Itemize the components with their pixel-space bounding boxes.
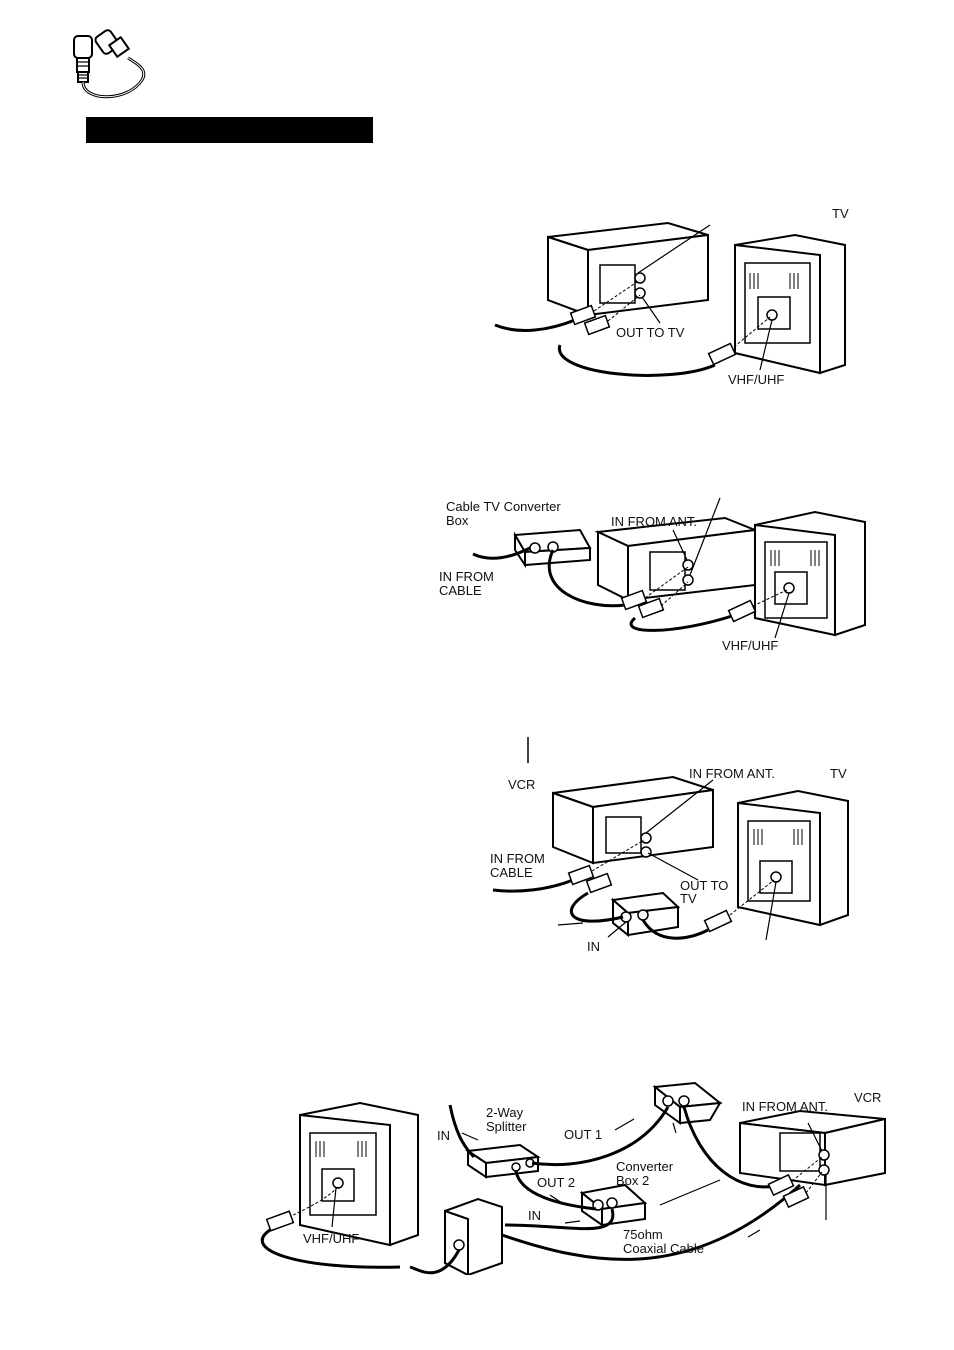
label-in-from-cable-line2: CABLE	[490, 866, 533, 880]
diagram-antenna-vcr-tv: TV OUT TO TV VHF/UHF	[490, 205, 870, 400]
label-coaxial-line1: 75ohm	[623, 1228, 663, 1242]
label-out-1: OUT 1	[564, 1128, 602, 1142]
section-title-bar	[86, 117, 373, 143]
label-in: IN	[437, 1129, 450, 1143]
label-vcr: VCR	[854, 1091, 881, 1105]
label-in-from-cable-line1: IN FROM	[439, 570, 494, 584]
label-vhf-uhf: VHF/UHF	[728, 373, 784, 387]
label-converter-box-2-line1: Converter	[616, 1160, 673, 1174]
label-splitter-line1: 2-Way	[486, 1106, 523, 1120]
label-coaxial-line2: Coaxial Cable	[623, 1242, 704, 1256]
label-converter-box-line1: Cable TV Converter	[446, 500, 561, 514]
label-in-from-ant: IN FROM ANT.	[611, 515, 697, 529]
label-vhf-uhf: VHF/UHF	[722, 639, 778, 653]
coaxial-plug-icon	[68, 28, 158, 104]
label-in-mid: IN	[528, 1209, 541, 1223]
label-converter-box-line2: Box	[446, 514, 468, 528]
label-in-from-ant: IN FROM ANT.	[742, 1100, 828, 1114]
label-in-from-cable-line1: IN FROM	[490, 852, 545, 866]
label-out-to-tv-line2: TV	[680, 892, 697, 906]
label-splitter-line2: Splitter	[486, 1120, 526, 1134]
label-vcr: VCR	[508, 778, 535, 792]
label-in: IN	[587, 940, 600, 954]
label-in-from-ant: IN FROM ANT.	[689, 767, 775, 781]
label-converter-box-2-line2: Box 2	[616, 1174, 649, 1188]
diagram-cable-converter-vcr-tv: Cable TV Converter Box IN FROM ANT. IN F…	[435, 490, 875, 660]
label-tv: TV	[830, 767, 847, 781]
diagram-vcr-converter-tv: VCR IN FROM ANT. TV IN FROM CABLE OUT TO…	[488, 735, 873, 960]
label-out-2: OUT 2	[537, 1176, 575, 1190]
label-tv: TV	[832, 207, 849, 221]
label-vhf-uhf: VHF/UHF	[303, 1232, 359, 1246]
label-out-to-tv: OUT TO TV	[616, 326, 684, 340]
diagram-splitter-two-converters: IN 2-Way Splitter OUT 1 OUT 2 Converter …	[240, 1075, 890, 1275]
label-in-from-cable-line2: CABLE	[439, 584, 482, 598]
